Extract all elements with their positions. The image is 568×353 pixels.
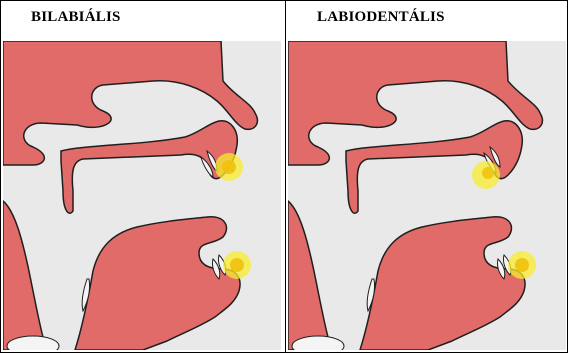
lower-lip-highlight-core [230,258,244,272]
panel-title-labiodental: LABIODENTÁLIS [317,9,445,26]
vocal-tract-diagram-bilabial [3,41,281,350]
vocal-tract-diagram-labiodental [288,41,566,350]
panel-title-bilabial: BILABIÁLIS [31,9,121,26]
lower-lip-highlight-core [515,258,529,272]
panel-bilabial: BILABIÁLIS [0,0,285,353]
upper-lip-highlight-core [222,160,236,174]
upper-teeth-highlight-core [482,167,494,179]
panel-labiodental: LABIODENTÁLIS [285,0,568,353]
